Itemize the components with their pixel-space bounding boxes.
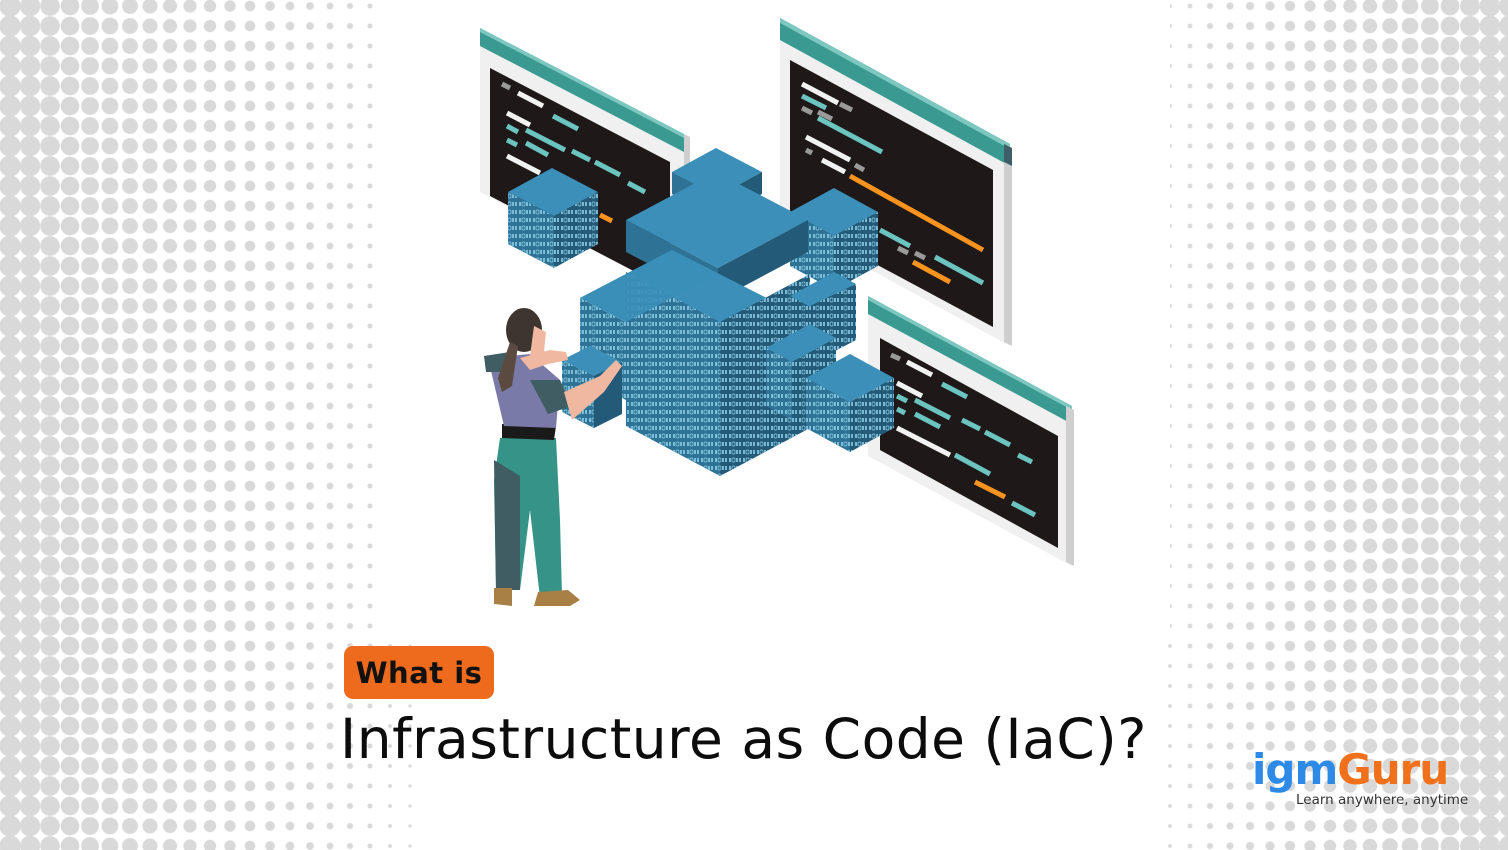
code-monitor-left — [480, 28, 690, 300]
logo-part-igm: igm — [1252, 745, 1338, 794]
person-figure — [484, 308, 622, 606]
code-monitor-right-top — [780, 18, 1012, 346]
logo-wordmark: igmGuru — [1252, 748, 1472, 792]
logo-part-guru: Guru — [1337, 745, 1449, 794]
data-cube-stack — [508, 148, 894, 476]
code-monitor-right-bottom — [868, 296, 1074, 566]
page-title: Infrastructure as Code (IaC)? — [340, 707, 1147, 771]
igmguru-logo: igmGuru Learn anywhere, anytime — [1252, 748, 1472, 809]
badge-label: What is — [355, 655, 483, 690]
logo-tagline: Learn anywhere, anytime — [1296, 792, 1469, 808]
what-is-badge: What is — [344, 646, 494, 699]
